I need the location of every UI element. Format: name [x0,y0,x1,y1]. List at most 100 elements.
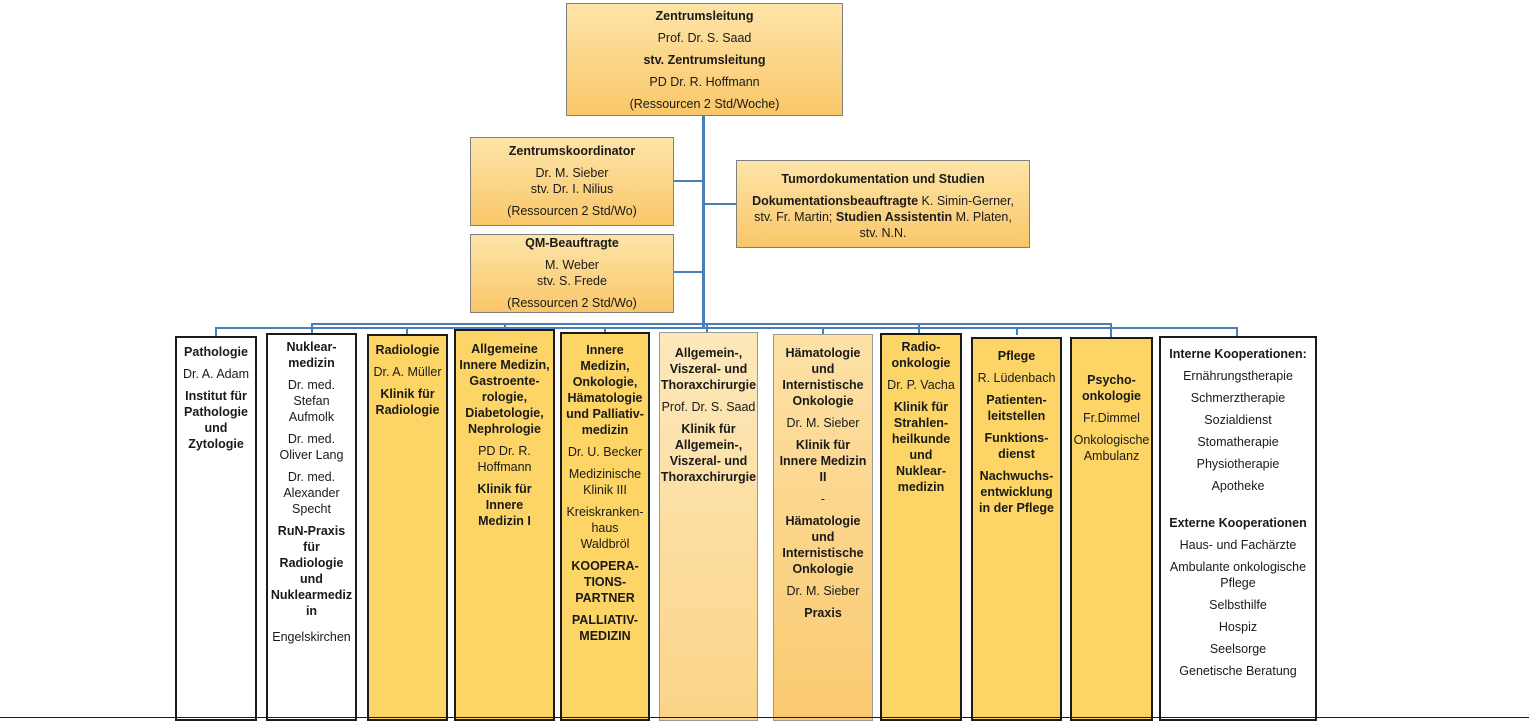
radioonko-clinic-2: Strahlen- [893,416,949,430]
onko-hospital-3: Waldbröl [580,537,630,551]
radioonko-clinic-5: Nuklear- [895,464,947,478]
internal-coop-title: Interne Kooperationen: [1169,347,1307,361]
allg-title-1: Allgemeine [471,342,538,356]
column-pathologie: Pathologie Dr. A. Adam Institut für Path… [175,336,257,721]
chir-head: Prof. Dr. S. Saad [661,400,756,414]
external-coop-item: Haus- und Fachärzte [1179,538,1297,552]
onko-palliativ-1: PALLIATIV- [571,613,639,627]
nuklear-location: Engelskirchen [272,630,351,644]
allg-title-4: rologie, [481,390,528,404]
nuklear-doc1-1: Dr. med. [287,378,336,392]
radioonko-clinic-4: und [909,448,933,462]
onko-title-4: Hämatologie [567,391,643,405]
qm-resources: (Ressourcen 2 Std/Wo) [507,296,637,310]
bus-drop-4 [504,323,506,331]
pflege-unit-6: entwicklung [980,485,1053,499]
bus-drop-6 [706,323,708,333]
psycho-title-2: onkologie [1081,389,1142,403]
radioonko-clinic-1: Klinik für [893,400,949,414]
coordinator-connector [674,180,704,182]
haem-clinic-1: Klinik für [795,438,851,452]
psycho-head: Fr.Dimmel [1083,411,1140,425]
pflege-unit-4: dienst [998,447,1035,461]
haem-clinic-2: Innere Medizin [779,454,867,468]
chir-title-1: Allgemein-, [674,346,743,360]
column-haematologie: Hämatologie und Internistische Onkologie… [773,334,873,721]
column-kooperationen: Interne Kooperationen: Ernährungstherapi… [1159,336,1317,721]
column-radioonkologie: Radio- onkologie Dr. P. Vacha Klinik für… [880,333,962,721]
bus-drop-10 [1110,323,1112,337]
radiologie-clinic-1: Klinik für [380,387,435,401]
haem-praxis: Praxis [804,606,842,620]
chir-title-3: Thoraxchirurgie [660,378,757,392]
haem-sub-2: und [811,530,835,544]
nuklear-doc3-1: Dr. med. [287,470,336,484]
haem-title-2: und [811,362,835,376]
pflege-head: R. Lüdenbach [977,371,1056,385]
haem-sub-3: Internistische [782,546,864,560]
nuklear-praxis-4: Nuklearmediz [270,588,353,602]
center-deputy-name: PD Dr. R. Hoffmann [649,75,760,89]
allg-head-1: PD Dr. R. [478,444,531,458]
nuklear-title-1: Nuklear- [286,340,337,354]
nuklear-praxis-5: in [305,604,318,618]
haem-dash: - [820,492,826,506]
pflege-unit-7: in der Pflege [978,501,1055,515]
coop-item: Sozialdienst [1204,413,1272,427]
pflege-unit-3: Funktions- [984,431,1049,445]
onko-clinic-2: Klinik III [583,483,627,497]
coop-item: Physiotherapie [1196,457,1280,471]
allg-title-6: Nephrologie [468,422,541,436]
haem-title-3: Internistische [782,378,864,392]
radioonko-clinic-6: medizin [897,480,945,494]
psycho-unit-1: Onkologische [1073,433,1150,447]
column-allgemeine-innere: Allgemeine Innere Medizin, Gastroente- r… [454,329,555,721]
bus-drop-3 [406,327,408,335]
haem-title-1: Hämatologie [785,346,861,360]
haem-head-1: Dr. M. Sieber [786,416,860,430]
center-lead-resources: (Ressourcen 2 Std/Woche) [629,97,780,111]
onko-partner-2: TIONS- [583,575,627,589]
nuklear-doc1-3: Aufmolk [288,410,335,424]
haem-clinic-3: II [819,470,827,484]
pathologie-inst-2: Pathologie [184,405,248,419]
center-deputy-title: stv. Zentrumsleitung [643,53,766,67]
column-radiologie: Radiologie Dr. A. Müller Klinik für Radi… [367,334,448,721]
column-innere-onkologie: Innere Medizin, Onkologie, Hämatologie u… [560,332,650,721]
haem-head-2: Dr. M. Sieber [786,584,860,598]
tumordoc-box: Tumordokumentation und Studien Dokumenta… [736,160,1030,248]
study-label: Studien Assistentin [835,210,953,224]
pathologie-inst-1: Institut für [185,389,247,403]
onko-title-6: medizin [581,423,629,437]
bus-top-segment [311,323,1111,325]
qm-box: QM-Beauftragte M. Weber stv. S. Frede (R… [470,234,674,313]
external-coop-item: Ambulante onkologische [1169,560,1307,574]
coop-item: Apotheke [1211,479,1265,493]
radiologie-clinic-2: Radiologie [375,403,440,417]
bus-drop-5 [604,327,606,333]
coordinator-name: Dr. M. Sieber [535,166,609,180]
allg-clinic-2: Innere [485,498,524,512]
allg-title-5: Diabetologie, [465,406,544,420]
allg-title-3: Gastroente- [469,374,540,388]
psycho-unit-2: Ambulanz [1083,449,1140,463]
onko-title-1: Innere [586,343,624,357]
chir-clinic-4: Thoraxchirurgie [660,470,757,484]
radiologie-title: Radiologie [375,343,440,357]
haem-sub-4: Onkologie [792,562,854,576]
center-lead-title: Zentrumsleitung [655,9,754,23]
pathologie-head: Dr. A. Adam [182,367,249,381]
column-chirurgie: Allgemein-, Viszeral- und Thoraxchirurgi… [659,332,758,721]
onko-palliativ-2: MEDIZIN [579,629,631,643]
coop-item: Selbsthilfe [1209,598,1267,612]
horizontal-bus [215,327,1238,329]
radioonko-head: Dr. P. Vacha [887,378,955,392]
qm-connector [674,271,704,273]
bus-drop-8 [918,323,920,335]
nuklear-praxis-2: Radiologie [279,556,344,570]
tumordoc-connector [704,203,737,205]
coop-item: Schmerztherapie [1190,391,1286,405]
bus-drop-9 [1016,327,1018,335]
psycho-title-1: Psycho- [1087,373,1136,387]
